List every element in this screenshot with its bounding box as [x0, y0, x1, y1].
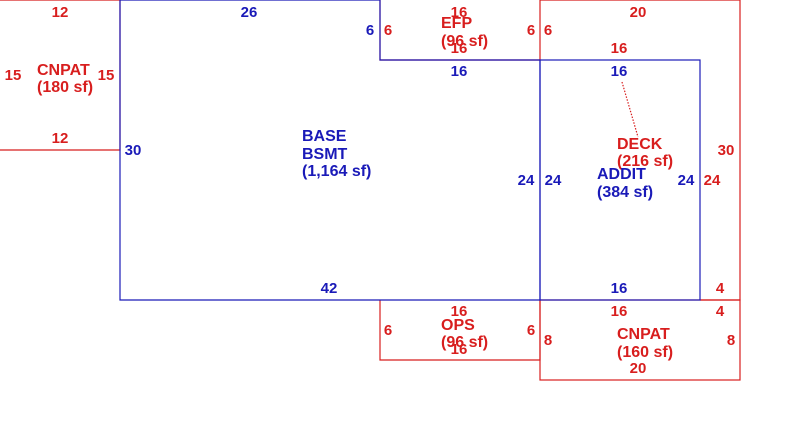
dim-base-bottom: 42	[321, 280, 338, 297]
cnpat-left-area: (180 sf)	[37, 79, 93, 96]
dim-addit-bottom: 16	[611, 280, 628, 297]
base-name-line2: BSMT	[302, 146, 348, 163]
dim-efp-left: 6	[384, 22, 392, 39]
ops-area: (96 sf)	[441, 334, 488, 351]
efp-area: (96 sf)	[441, 33, 488, 50]
dim-cnpat-bottom-right: 8	[727, 332, 735, 349]
dim-deck-inner-top: 16	[611, 40, 628, 57]
dim-ops-top: 16	[451, 303, 468, 320]
dim-efp-top: 16	[451, 4, 468, 21]
dim-cnpat-bottom-top: 16	[611, 303, 628, 320]
base-area: (1,164 sf)	[302, 163, 371, 180]
dim-base-left: 30	[125, 142, 142, 159]
cnpat-bottom-name: CNPAT	[617, 326, 670, 343]
dim-addit-right-blue: 24	[678, 172, 695, 189]
deck-area: (216 sf)	[617, 153, 673, 170]
dim-deck-left-top: 6	[544, 22, 552, 39]
base-name-line1: BASE	[302, 128, 347, 145]
addit-outline	[539, 59, 701, 301]
dim-base-top: 26	[241, 4, 258, 21]
dim-cnpat-left-bottom: 12	[52, 130, 69, 147]
dim-cnpat-left-top: 12	[52, 4, 69, 21]
dimension-labels: 12 15 15 12 26 30 42 6 24 6 16 16 6 6 20…	[5, 4, 736, 377]
dim-ops-left: 6	[384, 322, 392, 339]
deck-leader-line	[621, 81, 639, 138]
dim-efp-bottom: 16	[451, 40, 468, 57]
cnpat-left-name: CNPAT	[37, 62, 90, 79]
dim-ops-bottom: 16	[451, 341, 468, 358]
dim-cnpat-bottom-bottom: 20	[630, 360, 647, 377]
ops-name: OPS	[441, 317, 475, 334]
dim-deck-right-bottom: 4	[716, 280, 725, 297]
dim-cnpat-bottom-left: 8	[544, 332, 552, 349]
dim-addit-left-blue: 24	[545, 172, 562, 189]
efp-name: EFP	[441, 15, 472, 32]
cnpat-bottom-area: (160 sf)	[617, 344, 673, 361]
area-labels: CNPAT (180 sf) BASE BSMT (1,164 sf) EFP …	[37, 15, 673, 361]
addit-name: ADDIT	[597, 166, 646, 183]
dim-deck-top: 20	[630, 4, 647, 21]
dim-efp-right: 6	[527, 22, 535, 39]
addit-area: (384 sf)	[597, 184, 653, 201]
dim-addit-top-base: 16	[451, 63, 468, 80]
dim-addit-right-red: 24	[704, 172, 721, 189]
outlines	[0, 0, 741, 381]
dim-addit-top: 16	[611, 63, 628, 80]
dim-cnpat-left-left: 15	[5, 67, 22, 84]
dim-cnpat-bottom-step: 4	[716, 303, 725, 320]
dim-deck-right: 30	[718, 142, 735, 159]
dim-cnpat-left-right: 15	[98, 67, 115, 84]
dim-base-notch: 6	[366, 22, 374, 39]
dim-ops-right: 6	[527, 322, 535, 339]
dim-base-right: 24	[518, 172, 535, 189]
deck-name: DECK	[617, 136, 663, 153]
